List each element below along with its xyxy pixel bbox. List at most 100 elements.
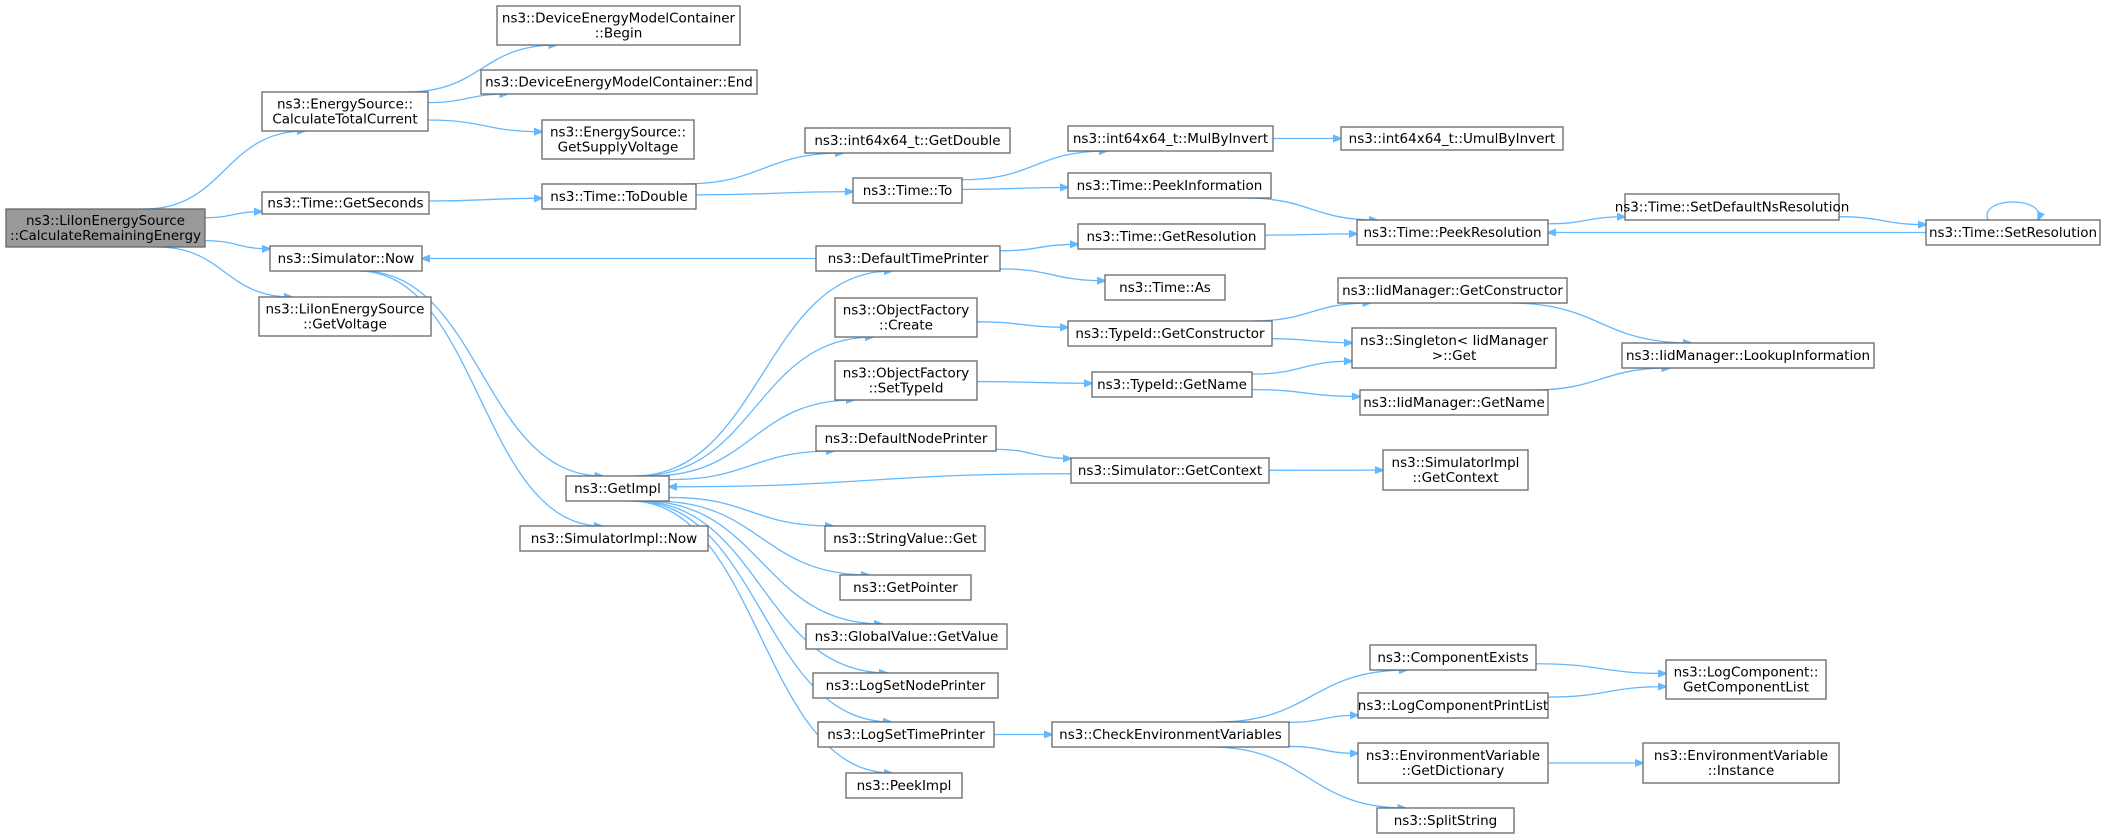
node-envvar_getdict[interactable]: ns3::EnvironmentVariable::GetDictionary (1357, 742, 1549, 784)
node-iid_lookup[interactable]: ns3::IidManager::LookupInformation (1621, 342, 1875, 369)
node-singleton_get[interactable]: ns3::Singleton< IidManager>::Get (1351, 327, 1557, 369)
node-box (565, 475, 670, 502)
node-box (541, 119, 695, 160)
node-box (1357, 742, 1549, 784)
node-box (1359, 389, 1549, 416)
edge-time_getres-to-time_peekres (1264, 234, 1357, 235)
node-getimpl[interactable]: ns3::GetImpl (565, 475, 670, 502)
edge-iid_getname-to-iid_lookup (1532, 368, 1670, 391)
edge-getimpl-to-logsettimeprinter (632, 500, 891, 722)
node-componentexists[interactable]: ns3::ComponentExists (1369, 644, 1537, 671)
node-box (1067, 320, 1273, 347)
edge-sim_getcontext-to-getimpl (669, 473, 1072, 487)
node-label: ns3::DeviceEnergyModelContainer::End (485, 75, 753, 91)
node-logsetnodeprinter[interactable]: ns3::LogSetNodePrinter (812, 672, 999, 699)
node-label: ns3::LiIonEnergySource (26, 213, 185, 229)
node-default_time_printer[interactable]: ns3::DefaultTimePrinter (815, 245, 1001, 272)
edge-time_peekres-to-time_setdefns (1547, 217, 1625, 225)
edge-checkenvvars-to-envvar_getdict (1288, 745, 1358, 753)
node-iid_getname[interactable]: ns3::IidManager::GetName (1359, 389, 1549, 416)
node-logcomponentprintlist[interactable]: ns3::LogComponentPrintList (1357, 692, 1549, 719)
node-demc_end[interactable]: ns3::DeviceEnergyModelContainer::End (480, 69, 758, 95)
node-tid_getconstructor[interactable]: ns3::TypeId::GetConstructor (1067, 320, 1273, 347)
node-box (1382, 449, 1529, 491)
edge-es_ctc-to-demc_begin (407, 45, 556, 93)
node-of_create[interactable]: ns3::ObjectFactory::Create (834, 297, 978, 338)
node-es_ctc[interactable]: ns3::EnergySource::CalculateTotalCurrent (261, 91, 429, 132)
node-checkenvvars[interactable]: ns3::CheckEnvironmentVariables (1051, 721, 1290, 748)
edge-time_setdefns-to-time_setres (1838, 216, 1926, 225)
node-label: ns3::SimulatorImpl (1392, 455, 1520, 471)
node-box (1356, 219, 1549, 246)
node-time_todouble[interactable]: ns3::Time::ToDouble (541, 183, 697, 210)
node-label: ns3::int64x64_t::GetDouble (814, 133, 1000, 149)
node-of_settypeid[interactable]: ns3::ObjectFactory::SetTypeId (834, 360, 978, 401)
node-box (258, 296, 432, 337)
node-box (1925, 219, 2101, 246)
node-logcomp_getlist[interactable]: ns3::LogComponent::GetComponentList (1665, 659, 1827, 700)
node-sim_now[interactable]: ns3::Simulator::Now (269, 245, 423, 272)
node-box (804, 127, 1011, 154)
node-label: ::GetVoltage (303, 317, 387, 333)
node-box (1091, 371, 1253, 398)
node-default_node_printer[interactable]: ns3::DefaultNodePrinter (815, 425, 997, 452)
node-box (5, 208, 206, 248)
edge-getimpl-to-peekimpl (629, 500, 892, 773)
node-time_to[interactable]: ns3::Time::To (852, 177, 963, 204)
edge-default_node_printer-to-sim_getcontext (995, 448, 1071, 458)
node-peekimpl[interactable]: ns3::PeekImpl (845, 772, 963, 799)
node-label: ns3::SimulatorImpl::Now (531, 531, 697, 547)
node-box (815, 425, 997, 452)
node-root[interactable]: ns3::LiIonEnergySource::CalculateRemaini… (5, 208, 206, 248)
node-label: CalculateTotalCurrent (272, 112, 417, 128)
edge-of_settypeid-to-tid_getname (976, 382, 1092, 384)
node-label: ns3::Simulator::GetContext (1078, 463, 1262, 479)
node-box (834, 297, 978, 338)
node-globalvalue_getvalue[interactable]: ns3::GlobalValue::GetValue (805, 623, 1008, 650)
node-time_setres[interactable]: ns3::Time::SetResolution (1925, 219, 2101, 246)
node-time_as[interactable]: ns3::Time::As (1104, 274, 1226, 301)
edge-time_peekinfo-to-time_peekres (1244, 197, 1377, 220)
node-label: ::CalculateRemainingEnergy (10, 228, 201, 244)
node-es_gsv[interactable]: ns3::EnergySource::GetSupplyVoltage (541, 119, 695, 160)
edge-root-to-sim_now (204, 239, 270, 249)
node-box (496, 5, 741, 46)
node-time_getseconds[interactable]: ns3::Time::GetSeconds (261, 191, 430, 215)
node-simimpl_getcontext[interactable]: ns3::SimulatorImpl::GetContext (1382, 449, 1529, 491)
node-iid_getconstructor[interactable]: ns3::IidManager::GetConstructor (1337, 277, 1568, 304)
node-time_peekres[interactable]: ns3::Time::PeekResolution (1356, 219, 1549, 246)
node-box (1070, 457, 1270, 484)
node-label: ns3::IidManager::GetConstructor (1342, 283, 1563, 299)
node-getpointer[interactable]: ns3::GetPointer (839, 574, 972, 601)
node-box (1104, 274, 1226, 301)
node-box (1340, 126, 1564, 151)
edge-time_getseconds-to-time_todouble (428, 198, 542, 201)
node-lies_getvoltage[interactable]: ns3::LiIonEnergySource::GetVoltage (258, 296, 432, 337)
node-label: ns3::TypeId::GetName (1097, 377, 1247, 393)
node-label: ns3::Simulator::Now (278, 251, 415, 267)
node-label: ::Begin (595, 26, 643, 42)
node-stringvalue_get[interactable]: ns3::StringValue::Get (824, 525, 986, 552)
node-i64_mulbyinvert[interactable]: ns3::int64x64_t::MulByInvert (1067, 125, 1274, 152)
node-i64_umulbyinvert[interactable]: ns3::int64x64_t::UmulByInvert (1340, 126, 1564, 151)
node-envvar_instance[interactable]: ns3::EnvironmentVariable::Instance (1642, 742, 1840, 784)
node-time_setdefns[interactable]: ns3::Time::SetDefaultNsResolution (1615, 193, 1850, 221)
edges-layer (144, 45, 2039, 808)
node-label: ns3::DefaultNodePrinter (825, 431, 988, 447)
node-sim_getcontext[interactable]: ns3::Simulator::GetContext (1070, 457, 1270, 484)
node-simimpl_now[interactable]: ns3::SimulatorImpl::Now (519, 525, 709, 552)
node-i64_getdouble[interactable]: ns3::int64x64_t::GetDouble (804, 127, 1011, 154)
node-label: ns3::ObjectFactory (843, 303, 970, 319)
node-label: ns3::LogComponent:: (1674, 665, 1819, 681)
edge-time_setres-to-time_setres (1986, 201, 2039, 220)
node-time_getres[interactable]: ns3::Time::GetResolution (1077, 223, 1266, 250)
node-label: ns3::Time::SetDefaultNsResolution (1615, 200, 1850, 216)
node-label: ns3::Time::As (1119, 280, 1211, 296)
node-time_peekinfo[interactable]: ns3::Time::PeekInformation (1067, 172, 1272, 199)
node-tid_getname[interactable]: ns3::TypeId::GetName (1091, 371, 1253, 398)
node-demc_begin[interactable]: ns3::DeviceEnergyModelContainer::Begin (496, 5, 741, 46)
node-splitstring[interactable]: ns3::SplitString (1376, 807, 1515, 834)
node-label: ::GetContext (1412, 470, 1498, 486)
node-label: ns3::ObjectFactory (843, 366, 970, 382)
node-logsettimeprinter[interactable]: ns3::LogSetTimePrinter (817, 721, 995, 748)
